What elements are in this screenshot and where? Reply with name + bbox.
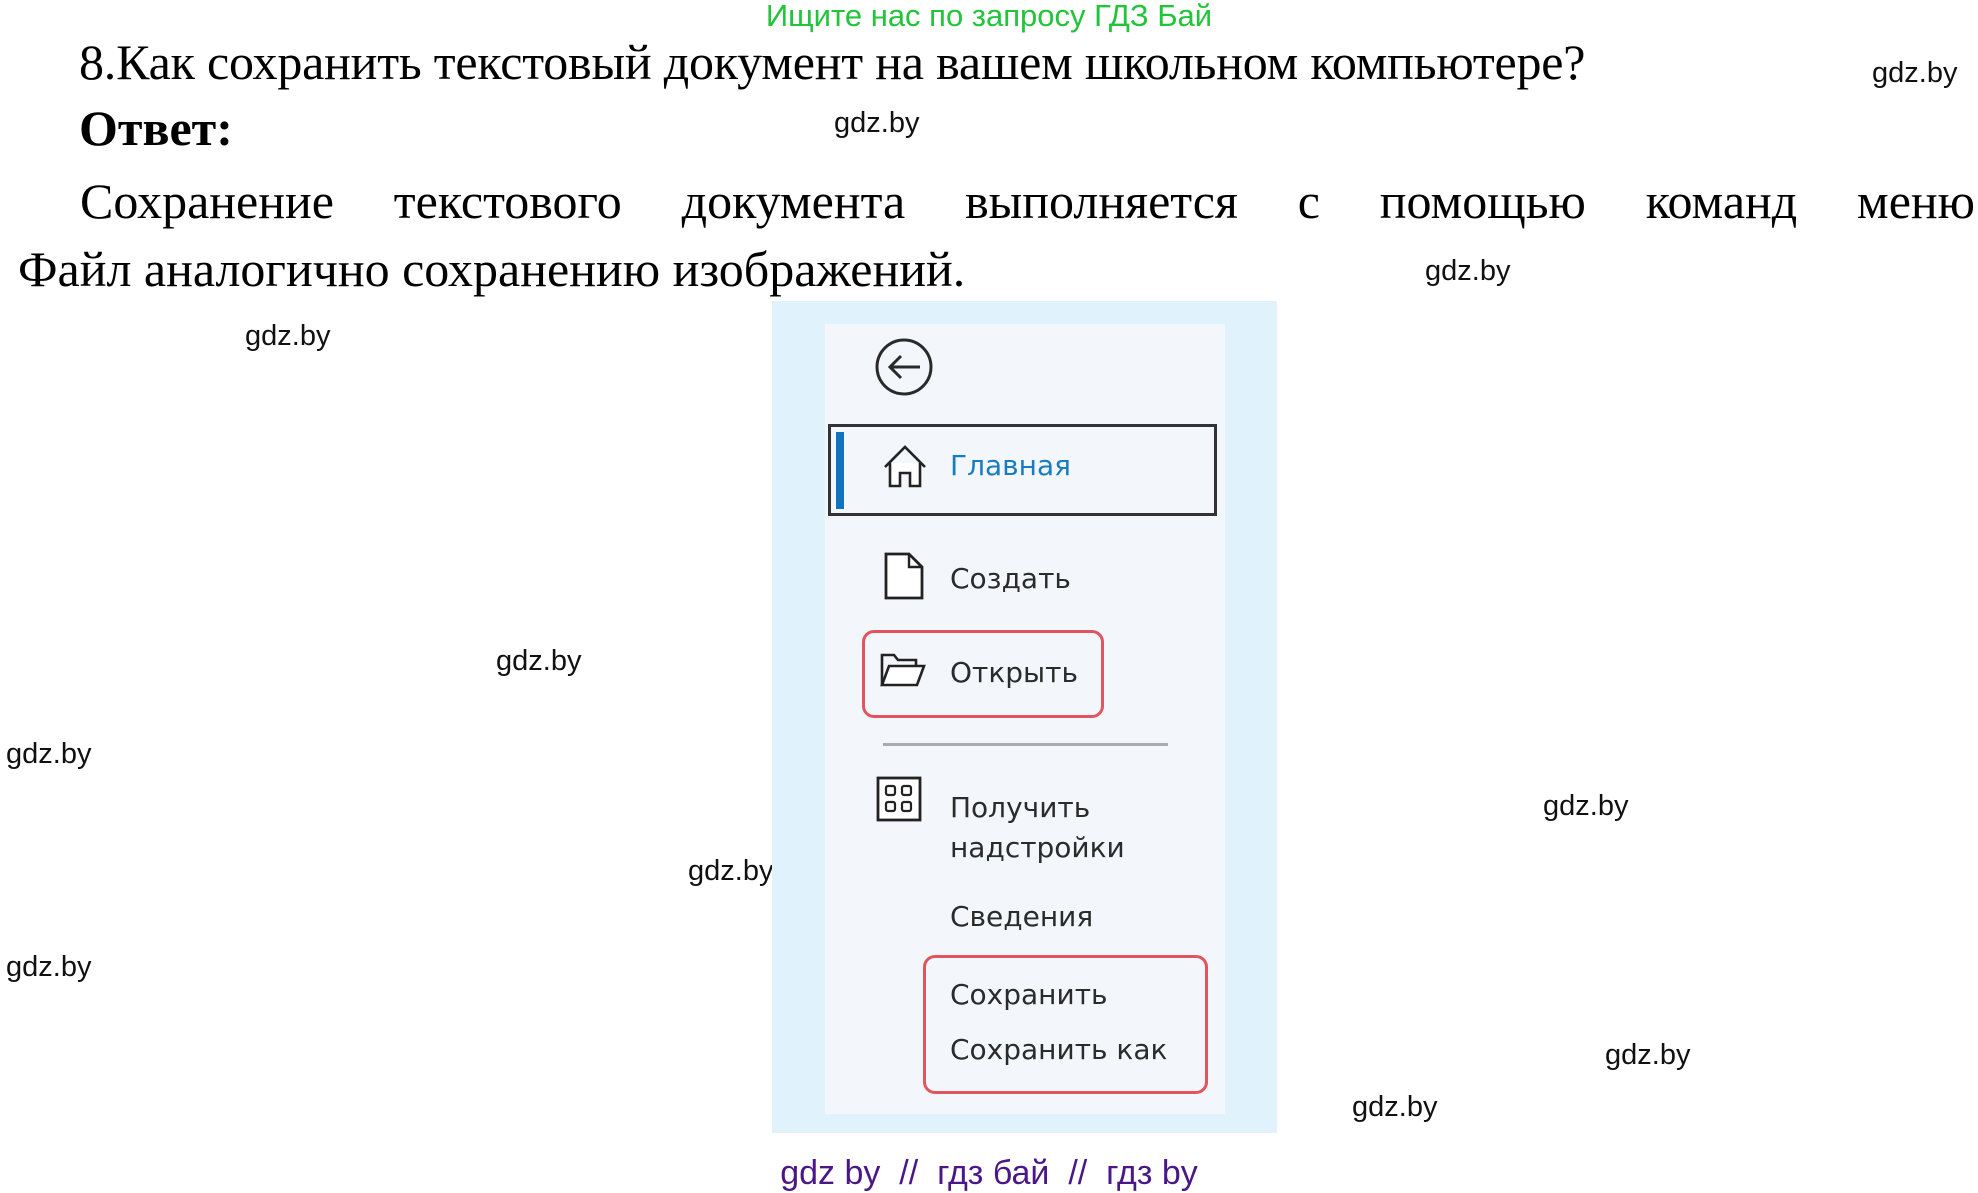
- watermark: gdz.by: [1352, 1091, 1438, 1123]
- menu-item-save[interactable]: Сохранить: [950, 978, 1108, 1011]
- menu-item-addins[interactable]: Получить надстройки: [950, 788, 1125, 868]
- watermark: gdz.by: [834, 107, 920, 139]
- watermark: gdz.by: [1605, 1039, 1691, 1071]
- watermark: gdz.by: [1872, 57, 1958, 89]
- menu-item-home[interactable]: [828, 424, 1217, 516]
- answer-label: Ответ:: [79, 100, 233, 156]
- menu-item-save-as[interactable]: Сохранить как: [950, 1033, 1168, 1066]
- home-icon: [882, 443, 928, 489]
- answer-paragraph-line2: Файл аналогично сохранению изображений.: [18, 241, 966, 297]
- menu-divider: [883, 743, 1168, 746]
- open-highlight-frame: [862, 630, 1104, 718]
- watermark: gdz.by: [496, 645, 582, 677]
- watermark: gdz.by: [1543, 790, 1629, 822]
- save-highlight-frame: [923, 955, 1208, 1094]
- menu-item-new[interactable]: Создать: [950, 562, 1071, 595]
- answer-paragraph-line1: Сохранение текстового документа выполняе…: [80, 173, 1975, 229]
- menu-item-home-label: Главная: [950, 449, 1071, 482]
- watermark: gdz.by: [245, 320, 331, 352]
- watermark: gdz.by: [688, 855, 774, 887]
- menu-item-addins-line1: Получить: [950, 791, 1091, 824]
- back-button[interactable]: [874, 337, 934, 397]
- addins-grid-icon: [876, 776, 922, 822]
- footer-watermark: gdz by // гдз бай // гдз by: [780, 1154, 1198, 1192]
- watermark: gdz.by: [6, 738, 92, 770]
- menu-item-info[interactable]: Сведения: [950, 900, 1094, 933]
- open-folder-icon: [880, 652, 926, 688]
- new-document-icon: [883, 551, 925, 601]
- file-menu-panel: [825, 324, 1225, 1114]
- selection-indicator: [836, 432, 844, 509]
- search-banner: Ищите нас по запросу ГДЗ Бай: [765, 0, 1213, 33]
- back-arrow-circle-icon: [875, 338, 933, 396]
- question-heading: 8.Как сохранить текстовый документ на ва…: [79, 34, 1586, 90]
- menu-item-addins-line2: надстройки: [950, 831, 1125, 864]
- menu-item-open[interactable]: Открыть: [950, 656, 1078, 689]
- watermark: gdz.by: [1425, 255, 1511, 287]
- watermark: gdz.by: [6, 951, 92, 983]
